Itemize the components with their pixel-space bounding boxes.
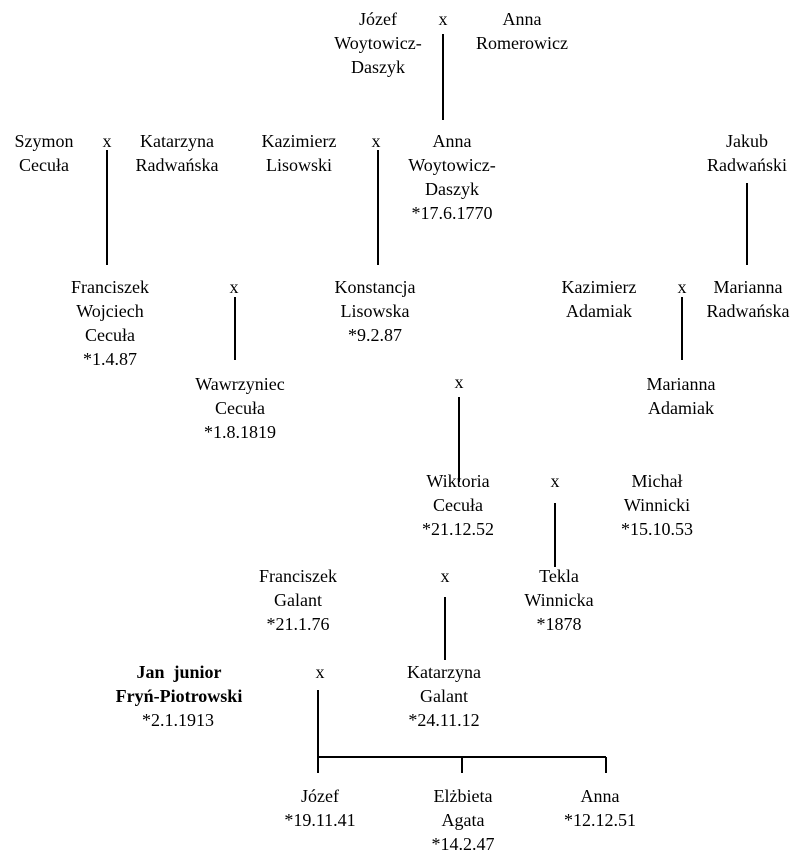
marriage-x: x [102,131,112,151]
person-katarzyna-galant: Katarzyna Galant *24.11.12 [407,662,481,730]
person-anna-child: Anna *12.12.51 [564,786,636,830]
person-marianna-radwanska: Marianna Radwańska [706,277,790,321]
person-szymon-cecula: Szymon Cecuła [14,131,74,175]
person-kazimierz-lisowski: Kazimierz Lisowski [261,131,337,175]
person-jozef-woytowicz-daszyk: Józef Woytowicz- Daszyk [334,9,422,77]
person-katarzyna-radwanska: Katarzyna Radwańska [135,131,219,175]
marriage-x: x [550,471,560,491]
marriage-x: x [438,9,448,29]
person-franciszek-wojciech-cecula: Franciszek Wojciech Cecuła *1.4.87 [71,277,149,369]
marriage-x: x [454,372,464,392]
person-anna-romerowicz: Anna Romerowicz [476,9,568,53]
person-jozef-child: Józef *19.11.41 [284,786,356,830]
marriage-x: x [315,662,325,682]
person-kazimierz-adamiak: Kazimierz Adamiak [561,277,637,321]
person-elzbieta-agata: Elżbieta Agata *14.2.47 [431,786,495,854]
person-tekla-winnicka: Tekla Winnicka *1878 [524,566,594,634]
person-jan-junior-birthdate: *2.1.1913 [142,710,214,730]
marriage-x: x [371,131,381,151]
person-marianna-adamiak: Marianna Adamiak [646,374,716,418]
marriage-x: x [229,277,239,297]
marriage-x: x [677,277,687,297]
person-anna-woytowicz-daszyk: Anna Woytowicz- Daszyk *17.6.1770 [408,131,496,223]
person-konstancja-lisowska: Konstancja Lisowska *9.2.87 [334,277,416,345]
person-wawrzyniec-cecula: Wawrzyniec Cecuła *1.8.1819 [195,374,285,442]
person-franciszek-galant: Franciszek Galant *21.1.76 [259,566,337,634]
person-jan-junior-fryn-piotrowski: Jan junior Fryń-Piotrowski [115,662,243,706]
marriage-x: x [440,566,450,586]
person-jakub-radwanski: Jakub Radwański [707,131,787,175]
person-michal-winnicki: Michał Winnicki *15.10.53 [621,471,693,539]
person-wiktoria-cecula: Wiktoria Cecuła *21.12.52 [422,471,494,539]
